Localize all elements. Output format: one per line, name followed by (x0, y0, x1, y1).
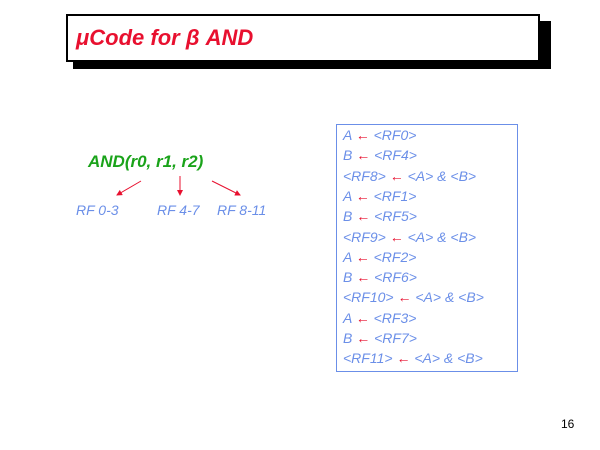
source-expr: <RF4> (374, 147, 417, 164)
dest-register: A (343, 248, 352, 265)
source-expr: <RF6> (374, 269, 417, 286)
microcode-line: B ← <RF6> (343, 269, 417, 285)
microcode-line: B ← <RF4> (343, 147, 417, 163)
operand-label: RF 8-11 (217, 202, 267, 218)
microcode-line: A ← <RF3> (343, 310, 416, 326)
dest-register: <RF8> (343, 167, 386, 184)
microcode-line: A ← <RF1> (343, 188, 416, 204)
microcode-line: <RF9> ← <A> & <B> (343, 229, 476, 245)
microcode-line: <RF11> ← <A> & <B> (343, 350, 483, 366)
left-arrow-icon: ← (397, 289, 412, 306)
dest-register: <RF9> (343, 228, 386, 245)
left-arrow-icon: ← (356, 208, 371, 225)
microcode-line: A ← <RF0> (343, 127, 416, 143)
dest-register: <RF11> (343, 350, 393, 367)
left-arrow-icon: ← (356, 269, 371, 286)
left-arrow-icon: ← (389, 167, 404, 184)
dest-register: B (343, 269, 353, 286)
dest-register: A (343, 309, 352, 326)
left-arrow-icon: ← (355, 187, 370, 204)
source-expr: <RF3> (373, 309, 417, 326)
left-arrow-icon: ← (356, 330, 371, 346)
operand-label: RF 0-3 (76, 202, 119, 218)
microcode-line: A ← <RF2> (343, 249, 416, 265)
left-arrow-icon: ← (389, 228, 404, 245)
dest-register: A (343, 187, 352, 204)
microcode-line: <RF10> ← <A> & <B> (343, 289, 484, 305)
instruction-text: AND(r0, r1, r2) (88, 152, 204, 171)
source-expr: <A> & <B> (407, 228, 477, 245)
left-arrow-icon: ← (355, 248, 370, 265)
dest-register: B (343, 147, 353, 164)
arrow-to-operand-1 (116, 180, 142, 196)
source-expr: <RF7> (374, 330, 417, 346)
dest-register: A (343, 127, 352, 143)
left-arrow-icon: ← (356, 147, 371, 164)
dest-register: <RF10> (343, 289, 394, 306)
operand-label: RF 4-7 (157, 202, 200, 218)
source-expr: <RF2> (373, 248, 417, 265)
title-box: μCode for β AND (66, 14, 540, 62)
page-number: 16 (561, 417, 575, 431)
dest-register: B (343, 330, 353, 346)
source-expr: <RF0> (373, 127, 417, 143)
microcode-line: <RF8> ← <A> & <B> (343, 168, 476, 184)
dest-register: B (343, 208, 353, 225)
left-arrow-icon: ← (396, 350, 411, 367)
source-expr: <RF1> (373, 187, 417, 204)
microcode-box: A ← <RF0> B ← <RF4> <RF8> ← <A> & <B> A ← <… (336, 124, 518, 372)
microcode-line: B ← <RF7> (343, 330, 417, 346)
microcode-line: B ← <RF5> (343, 208, 417, 224)
slide-title: μCode for β AND (76, 25, 254, 50)
source-expr: <A> & <B> (415, 289, 484, 306)
left-arrow-icon: ← (355, 127, 370, 143)
left-arrow-icon: ← (355, 309, 370, 326)
source-expr: <RF5> (374, 208, 417, 225)
source-expr: <A> & <B> (414, 350, 483, 367)
arrow-to-operand-3 (211, 180, 241, 196)
source-expr: <A> & <B> (407, 167, 477, 184)
